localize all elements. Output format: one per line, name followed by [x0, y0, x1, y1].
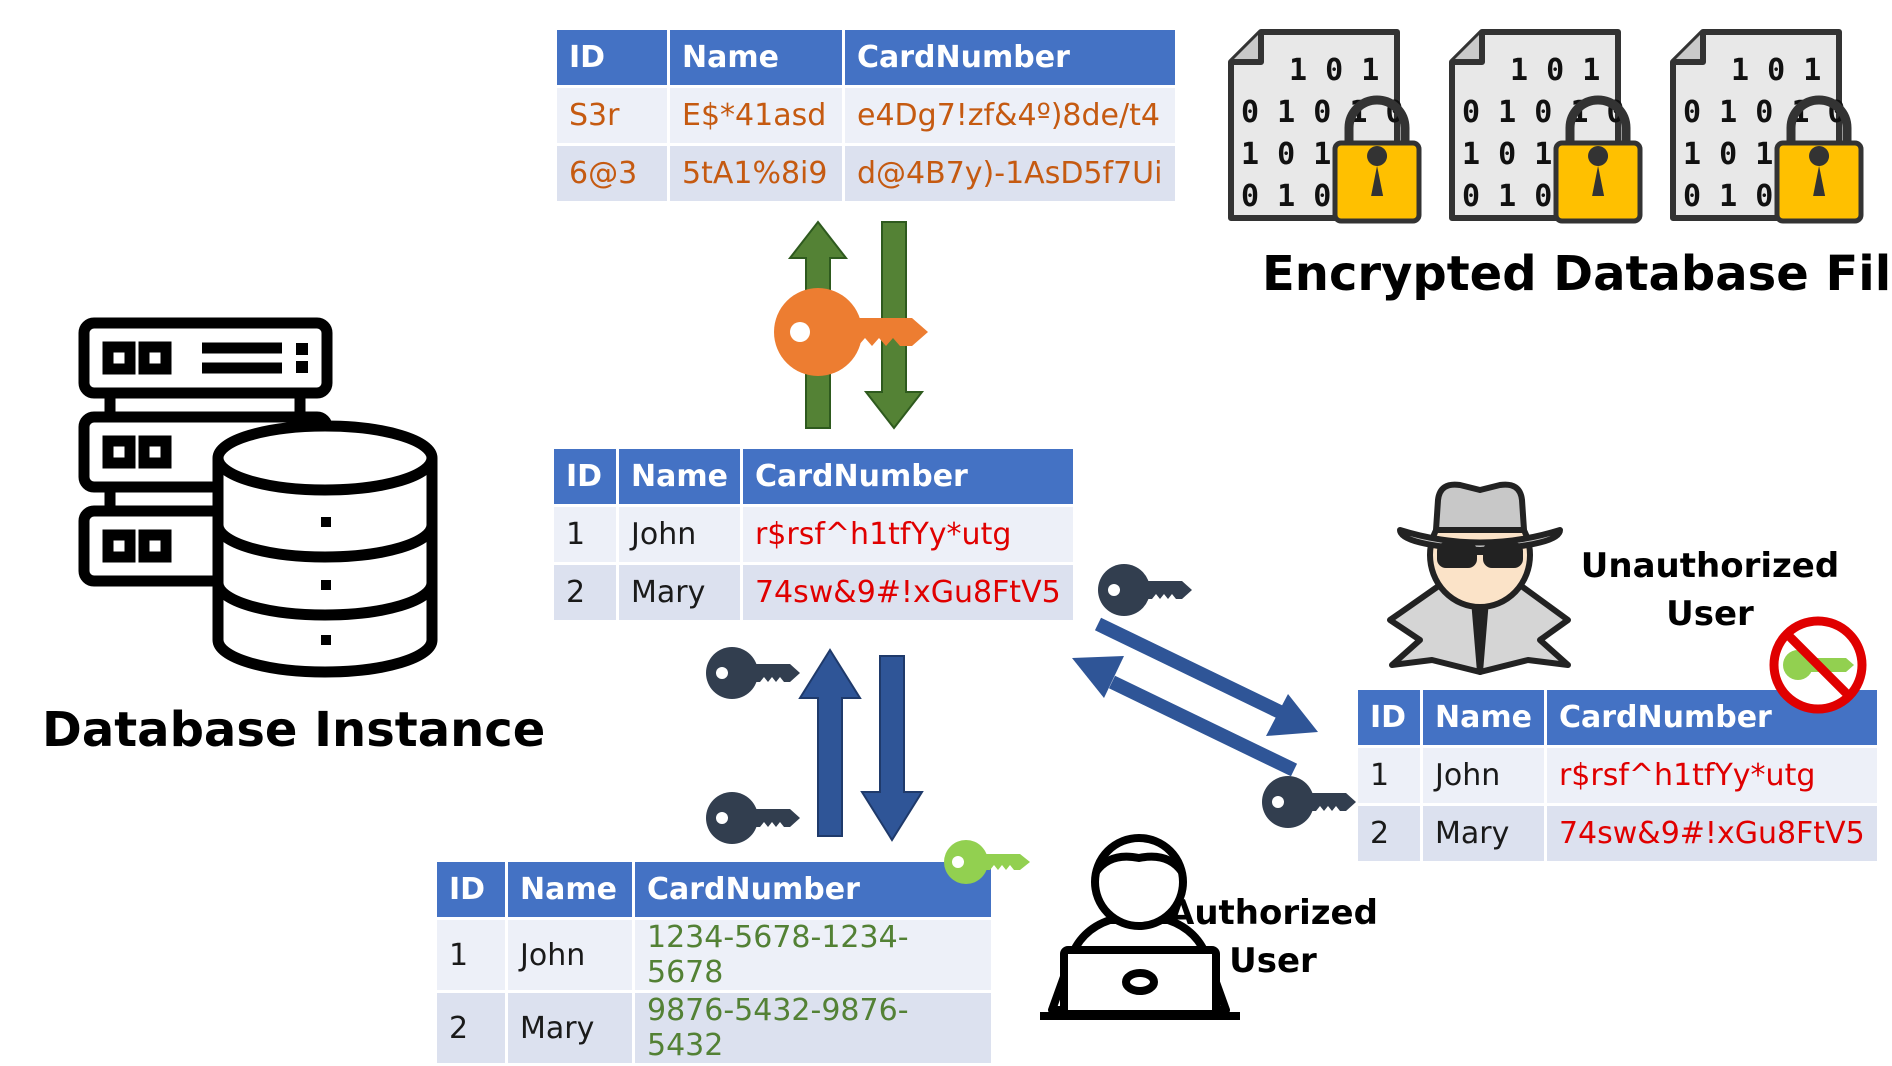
diagonal-arrow-to-unauthorized — [1094, 617, 1318, 736]
table-row: 1 John 1234-5678-1234-5678 — [437, 920, 991, 990]
table-row: 2 Mary 74sw&9#!xGu8FtV5 — [554, 565, 1073, 620]
file-bits-line1: 1 0 1 — [1510, 53, 1600, 88]
orange-key-icon — [774, 288, 928, 376]
cell-id: 2 — [1358, 806, 1420, 861]
encrypted-file-icon: 1 0 1 0 1 0 1 0 1 0 1 0 0 1 0 1 — [1449, 29, 1643, 224]
dark-key-icon — [706, 647, 800, 699]
table-row: 1 John r$rsf^h1tfYy*utg — [1358, 748, 1877, 803]
cell-cardnumber: 1234-5678-1234-5678 — [635, 920, 991, 990]
authorized-label-line2: User — [1229, 941, 1317, 981]
col-cardnumber: CardNumber — [635, 862, 991, 917]
cell-id: S3r — [557, 88, 667, 143]
col-cardnumber: CardNumber — [845, 30, 1175, 85]
table-row: 1 John r$rsf^h1tfYy*utg — [554, 507, 1073, 562]
cell-name: Mary — [1423, 806, 1544, 861]
col-id: ID — [557, 30, 667, 85]
file-bits-line1: 1 0 1 — [1731, 53, 1821, 88]
table-row: 2 Mary 74sw&9#!xGu8FtV5 — [1358, 806, 1877, 861]
cell-name: 5tA1%8i9 — [670, 146, 842, 201]
database-table: ID Name CardNumber 1 John r$rsf^h1tfYy*u… — [551, 446, 1076, 623]
dark-key-icon — [706, 792, 800, 844]
cell-cardnumber: 74sw&9#!xGu8FtV5 — [742, 565, 1073, 620]
table-row: S3r E$*41asd e4Dg7!zf&4º)8de/t4 — [557, 88, 1175, 143]
dark-key-icon — [1262, 776, 1356, 828]
database-instance-label: Database Instance — [42, 702, 546, 758]
blue-down-arrow — [860, 655, 924, 842]
forbidden-key-icon — [1769, 616, 1867, 714]
green-key-icon — [944, 840, 1030, 884]
unauthorized-label-line2: User — [1666, 594, 1754, 634]
unauthorized-label-line1: Unauthorized — [1580, 546, 1840, 586]
diagonal-arrow-from-unauthorized — [1072, 656, 1298, 777]
cell-name: John — [508, 920, 632, 990]
col-id: ID — [437, 862, 505, 917]
cell-id: 1 — [554, 507, 616, 562]
cell-name: John — [619, 507, 740, 562]
cell-id: 2 — [554, 565, 616, 620]
cell-name: Mary — [619, 565, 740, 620]
authorized-table: ID Name CardNumber 1 John 1234-5678-1234… — [434, 859, 994, 1066]
cell-cardnumber: r$rsf^h1tfYy*utg — [742, 507, 1073, 562]
cell-cardnumber: d@4B7y)-1AsD5f7Ui — [845, 146, 1175, 201]
laptop-user-icon — [1040, 834, 1240, 1020]
spy-icon — [1387, 481, 1571, 675]
col-cardnumber: CardNumber — [742, 449, 1073, 504]
cell-id: 1 — [1358, 748, 1420, 803]
encrypted-table: ID Name CardNumber S3r E$*41asd e4Dg7!zf… — [554, 27, 1178, 204]
encrypted-file-icon: 1 0 1 0 1 0 1 0 1 0 1 0 0 1 0 1 — [1228, 29, 1422, 224]
col-name: Name — [1423, 690, 1544, 745]
cell-cardnumber: e4Dg7!zf&4º)8de/t4 — [845, 88, 1175, 143]
cell-cardnumber: 74sw&9#!xGu8FtV5 — [1546, 806, 1877, 861]
encrypted-file-icon: 1 0 1 0 1 0 1 0 1 0 1 0 0 1 0 1 — [1670, 29, 1864, 224]
authorized-user-label: Authorized User — [1168, 889, 1378, 985]
unauthorized-user-label: Unauthorized User — [1580, 542, 1840, 638]
col-name: Name — [508, 862, 632, 917]
cell-name: John — [1423, 748, 1544, 803]
cell-name: E$*41asd — [670, 88, 842, 143]
col-id: ID — [554, 449, 616, 504]
dark-key-icon — [1098, 564, 1192, 616]
encrypted-files-label: Encrypted Database Files — [1262, 246, 1892, 302]
blue-up-arrow — [798, 648, 862, 837]
cell-cardnumber: r$rsf^h1tfYy*utg — [1546, 748, 1877, 803]
table-row: 6@3 5tA1%8i9 d@4B7y)-1AsD5f7Ui — [557, 146, 1175, 201]
col-name: Name — [670, 30, 842, 85]
file-bits-line1: 1 0 1 — [1289, 53, 1379, 88]
cell-id: 6@3 — [557, 146, 667, 201]
authorized-label-line1: Authorized — [1168, 893, 1378, 933]
col-name: Name — [619, 449, 740, 504]
cell-id: 1 — [437, 920, 505, 990]
col-id: ID — [1358, 690, 1420, 745]
